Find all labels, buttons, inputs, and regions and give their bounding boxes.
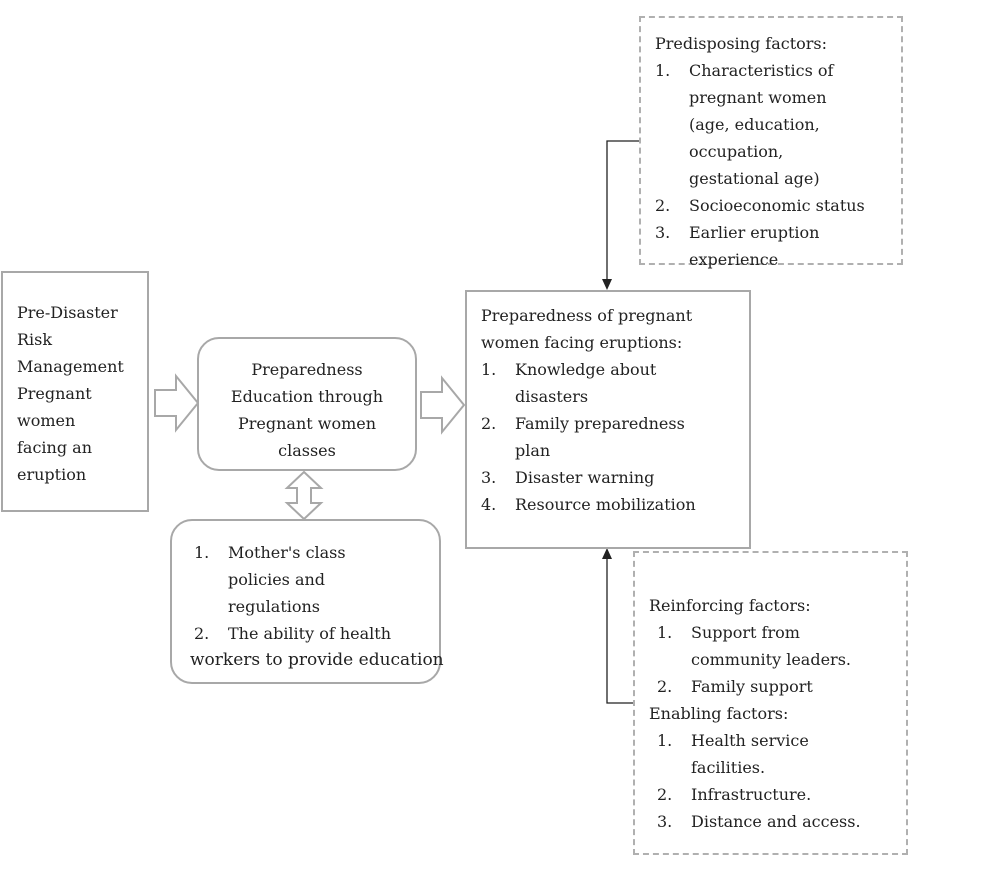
class-factors-list: 1. Mother's class policies and regulations 2… xyxy=(194,539,439,647)
pre-disaster-line: Management xyxy=(17,357,124,376)
predisposing-connector xyxy=(606,140,640,282)
arrowhead-down xyxy=(602,279,612,290)
list-item-number: 1. xyxy=(655,61,671,80)
list-item: 3. Distance and access. xyxy=(657,808,906,835)
pre-disaster-line: Risk xyxy=(17,330,53,349)
preparedness-list: 1. Knowledge about disasters 2. Family prepa… xyxy=(481,356,749,518)
list-item-line: Distance and access. xyxy=(691,812,861,831)
list-item-number: 4. xyxy=(481,495,497,514)
education-line: Preparedness xyxy=(251,360,363,379)
reinforcing-enabling-box: Reinforcing factors: 1. Support from commu… xyxy=(633,551,908,855)
enabling-list: 1. Health service facilities. 2. Infrastruct… xyxy=(649,727,906,835)
list-item-line: Characteristics of xyxy=(689,61,834,80)
list-item: 4. Resource mobilization xyxy=(481,491,749,518)
list-item: 3. Disaster warning xyxy=(481,464,749,491)
pre-disaster-line: facing an xyxy=(17,438,93,457)
pre-disaster-line: Pre-Disaster xyxy=(17,303,118,322)
list-item-number: 1. xyxy=(481,360,497,379)
list-item-line: facilities. xyxy=(691,758,766,777)
preparedness-title-line: Preparedness of pregnant xyxy=(481,306,693,325)
list-item-number: 1. xyxy=(657,731,673,750)
list-item-line: Mother's class xyxy=(228,543,346,562)
preparedness-title: Preparedness of pregnant women facing eru… xyxy=(481,302,749,356)
list-item-line: Infrastructure. xyxy=(691,785,812,804)
arrowhead-up xyxy=(602,548,612,559)
list-item: 1. Knowledge about disasters xyxy=(481,356,749,410)
list-item: 2. Family preparedness plan xyxy=(481,410,749,464)
list-item: 1. Characteristics of pregnant women (age, … xyxy=(655,57,901,192)
list-item-line: Socioeconomic status xyxy=(689,196,865,215)
reinforcing-list: 1. Support from community leaders. 2. Family… xyxy=(649,619,906,700)
enabling-title: Enabling factors: xyxy=(649,704,789,723)
preparedness-title-line: women facing eruptions: xyxy=(481,333,683,352)
hollow-arrow-right-1 xyxy=(154,373,200,433)
list-item-number: 2. xyxy=(194,624,210,643)
education-line: classes xyxy=(278,441,336,460)
education-line: Education through xyxy=(230,387,384,406)
class-factors-tail: workers to provide education xyxy=(190,650,444,670)
list-item-number: 2. xyxy=(657,677,673,696)
list-item: 1. Mother's class policies and regulations xyxy=(194,539,439,620)
list-item-line: regulations xyxy=(228,597,321,616)
list-item: 1. Support from community leaders. xyxy=(657,619,906,673)
list-item-line: Resource mobilization xyxy=(515,495,696,514)
list-item: 2. The ability of health xyxy=(194,620,439,647)
list-item: 2. Socioeconomic status xyxy=(655,192,901,219)
list-item-line: Earlier eruption xyxy=(689,223,820,242)
list-item-line: Disaster warning xyxy=(515,468,655,487)
list-item-line: experience xyxy=(689,250,779,269)
list-item-line: occupation, xyxy=(689,142,784,161)
list-item-line: community leaders. xyxy=(691,650,851,669)
list-item-line: plan xyxy=(515,441,551,460)
list-item-line: disasters xyxy=(515,387,589,406)
list-item-line: Health service xyxy=(691,731,809,750)
list-item: 3. Earlier eruption experience xyxy=(655,219,901,273)
list-item-number: 3. xyxy=(481,468,497,487)
list-item-line: Family preparedness xyxy=(515,414,685,433)
list-item-line: (age, education, xyxy=(689,115,820,134)
preparedness-box: Preparedness of pregnant women facing eru… xyxy=(465,290,751,549)
list-item: 2. Family support xyxy=(657,673,906,700)
list-item-number: 1. xyxy=(657,623,673,642)
list-item-line: pregnant women xyxy=(689,88,827,107)
reinforcing-title: Reinforcing factors: xyxy=(649,596,811,615)
list-item-number: 2. xyxy=(657,785,673,804)
pre-disaster-line: Pregnant xyxy=(17,384,92,403)
list-item-line: policies and xyxy=(228,570,326,589)
hollow-double-arrow-vertical xyxy=(284,470,324,521)
list-item-number: 2. xyxy=(481,414,497,433)
list-item-line: gestational age) xyxy=(689,169,820,188)
predisposing-list: 1. Characteristics of pregnant women (age, … xyxy=(655,57,901,273)
list-item-number: 3. xyxy=(655,223,671,242)
pre-disaster-line: women xyxy=(17,411,76,430)
list-item: 2. Infrastructure. xyxy=(657,781,906,808)
predisposing-box: Predisposing factors: 1. Characteristics … xyxy=(639,16,903,269)
predisposing-title: Predisposing factors: xyxy=(655,34,828,53)
reinforcing-connector xyxy=(606,556,634,704)
list-item-line: Knowledge about xyxy=(515,360,657,379)
hollow-arrow-right-2 xyxy=(420,375,466,435)
list-item-number: 1. xyxy=(194,543,210,562)
list-item-number: 2. xyxy=(655,196,671,215)
list-item-line: Family support xyxy=(691,677,813,696)
list-item-line: The ability of health xyxy=(228,624,392,643)
list-item-number: 3. xyxy=(657,812,673,831)
list-item: 1. Health service facilities. xyxy=(657,727,906,781)
list-item-line: Support from xyxy=(691,623,800,642)
class-factors-box: 1. Mother's class policies and regulations 2… xyxy=(170,519,444,684)
education-line: Pregnant women xyxy=(237,414,377,433)
pre-disaster-line: eruption xyxy=(17,465,87,484)
